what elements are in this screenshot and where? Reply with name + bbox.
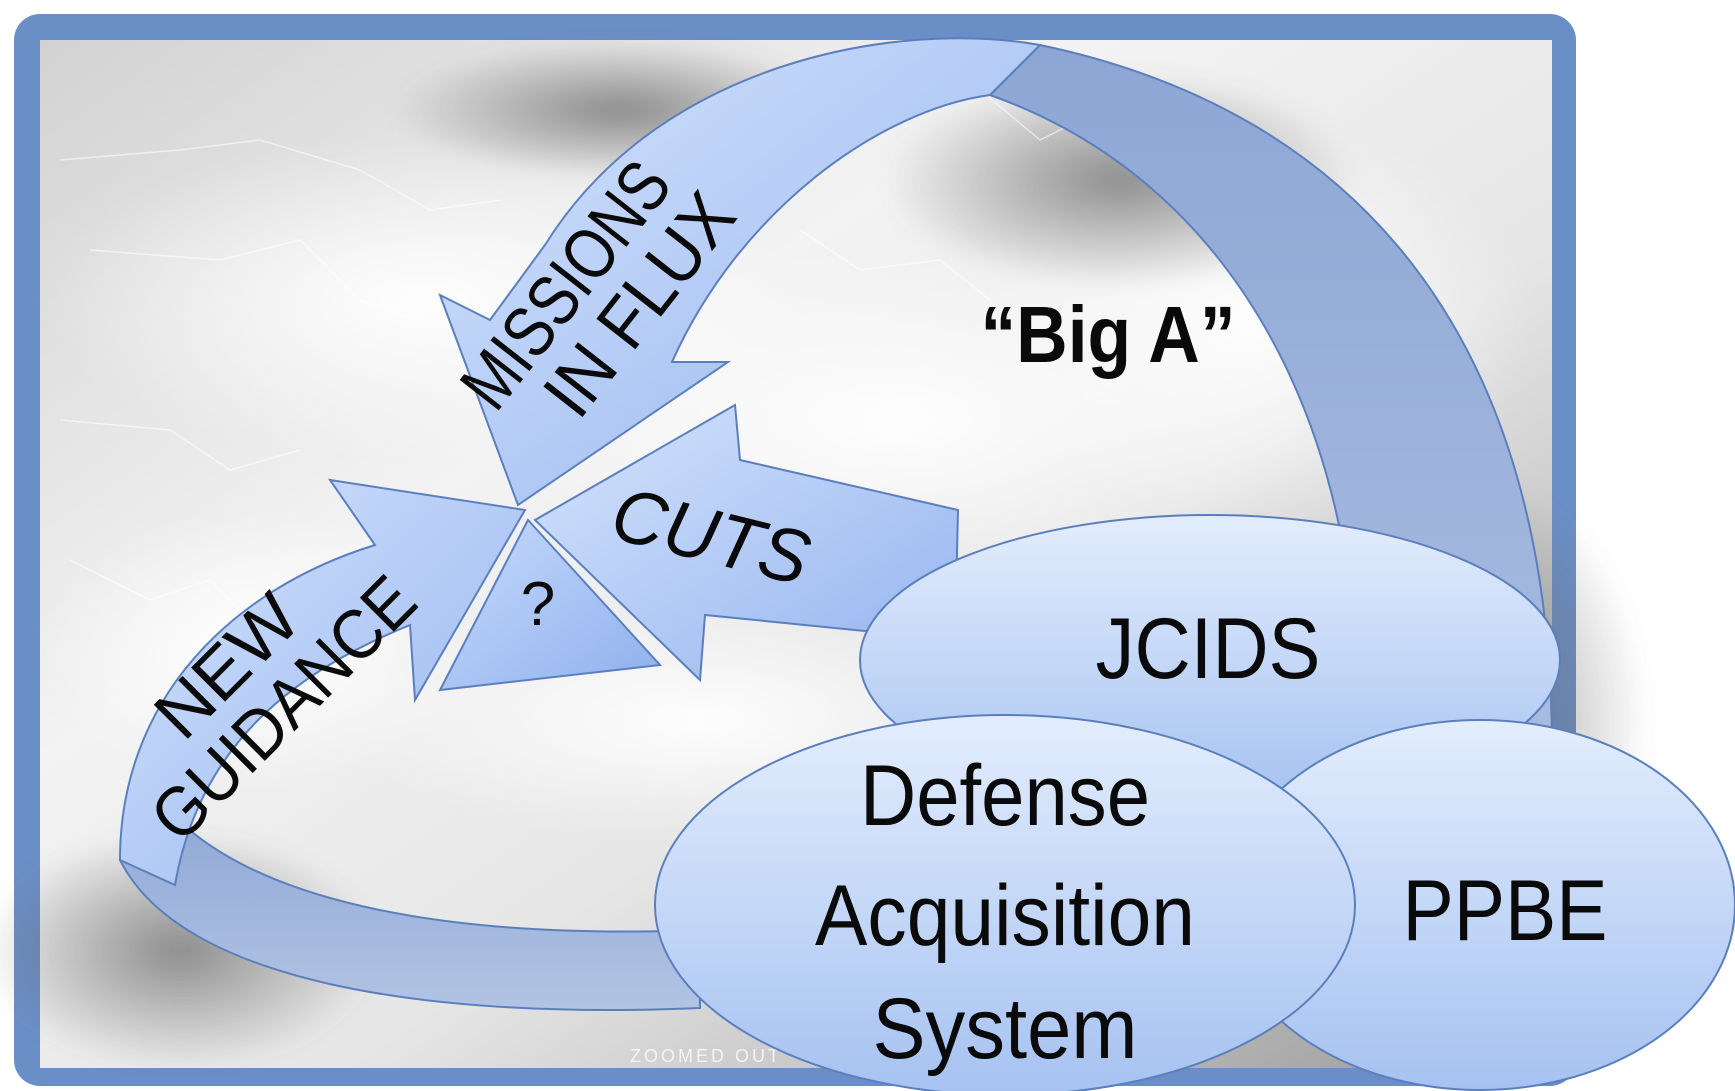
jcids-label: JCIDS xyxy=(1096,601,1321,697)
das-label-line2: Acquisition xyxy=(815,868,1195,964)
das-oval xyxy=(654,714,1356,1091)
new-guidance-arrow xyxy=(118,478,527,887)
question-label: ? xyxy=(521,570,555,639)
process-ovals xyxy=(654,514,1735,1091)
das-label-line3: System xyxy=(873,981,1138,1077)
missions-in-flux-arrow xyxy=(438,37,1043,507)
question-triangle xyxy=(438,518,663,692)
big-a-label: “Big A” xyxy=(981,290,1236,379)
ppbe-label: PPBE xyxy=(1403,863,1608,959)
zoomed-out-watermark: ZOOMED OUT xyxy=(630,1046,782,1066)
das-label-line1: Defense xyxy=(860,748,1150,844)
